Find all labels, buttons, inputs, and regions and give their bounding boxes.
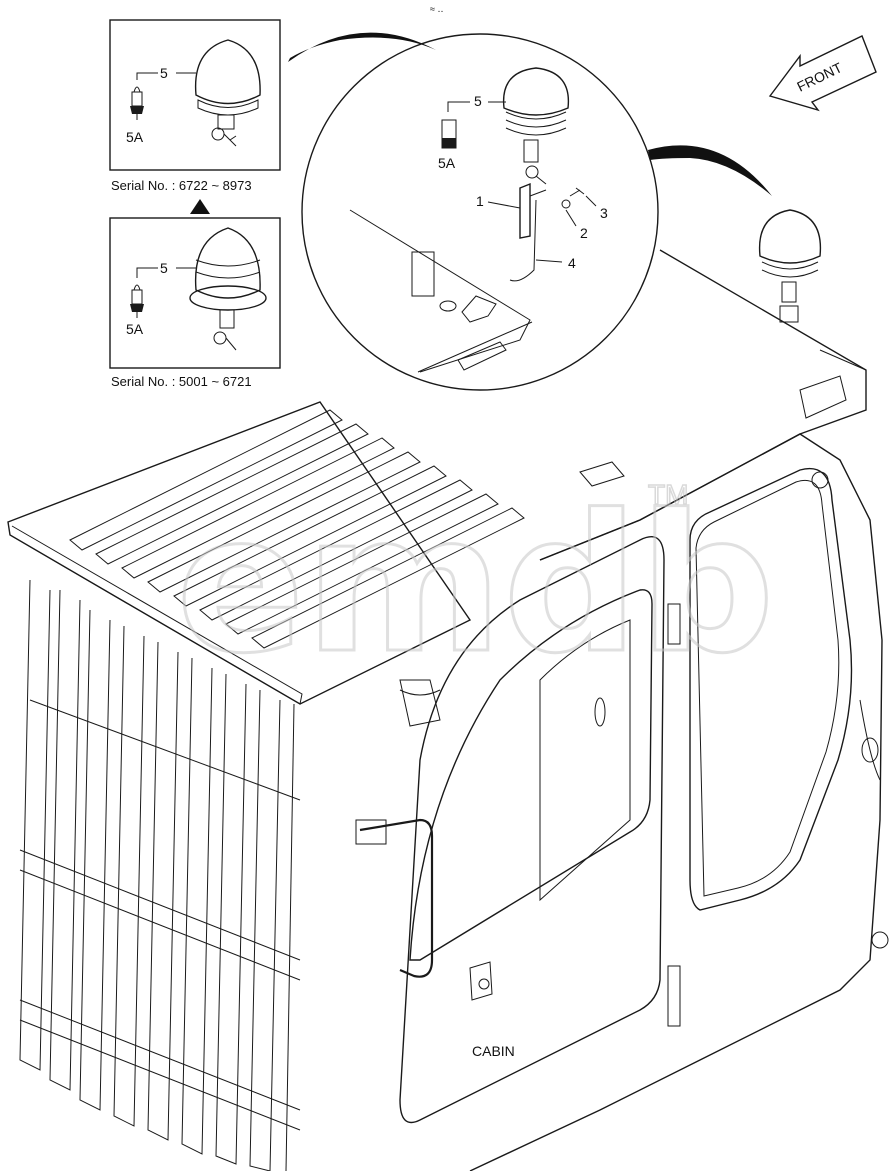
inset-top-frame [109,19,281,171]
beacon-lamp-icon [189,227,267,351]
cabin-label: CABIN [472,1043,515,1059]
beacon-lamp-icon [194,39,261,147]
inset-top-callout-5a: 5A [126,129,144,145]
triangle-marker-icon [190,199,210,214]
callout-5: 5 [474,93,482,109]
callout-3: 3 [600,205,608,221]
bolt-icon [569,187,585,197]
bulb-icon [441,119,457,149]
callout-4: 4 [568,255,576,271]
beacon-lamp-icon [758,209,822,323]
callout-2: 2 [580,225,588,241]
inset-top-callout-5: 5 [160,65,168,81]
inset-bottom-callout-5: 5 [160,260,168,276]
beacon-lamp-icon [502,67,570,185]
wire-harness-icon [509,199,537,282]
inset-bottom-frame [109,217,281,369]
front-arrow: FRONT [768,35,877,112]
watermark-tm: TM [648,479,688,510]
cabin-assembly: CABIN [355,209,889,1172]
watermark-text: emdb [176,474,775,695]
bracket-icon [519,182,531,239]
bulb-icon [130,86,144,120]
inset-bottom-callout-5a: 5A [126,321,144,337]
callout-1: 1 [476,193,484,209]
callout-5a: 5A [438,155,456,171]
inset-top-serial: Serial No. : 6722 ~ 8973 [111,178,252,193]
watermark: emdb TM [175,473,777,697]
top-mark: ≈ ‥ [430,4,443,14]
inset-top: 5 5A Serial No. : 6722 ~ 8973 [109,19,281,193]
washer-icon [561,199,571,209]
bulb-icon [130,284,144,318]
front-arrow-icon [768,35,877,112]
detail-circle: 5 5A 1 2 3 4 [301,33,659,391]
inset-bottom-serial: Serial No. : 5001 ~ 6721 [111,374,252,389]
curved-arrow-icon [648,145,772,196]
inset-bottom: 5 5A Serial No. : 5001 ~ 6721 [109,217,281,389]
front-guard [7,401,525,1172]
